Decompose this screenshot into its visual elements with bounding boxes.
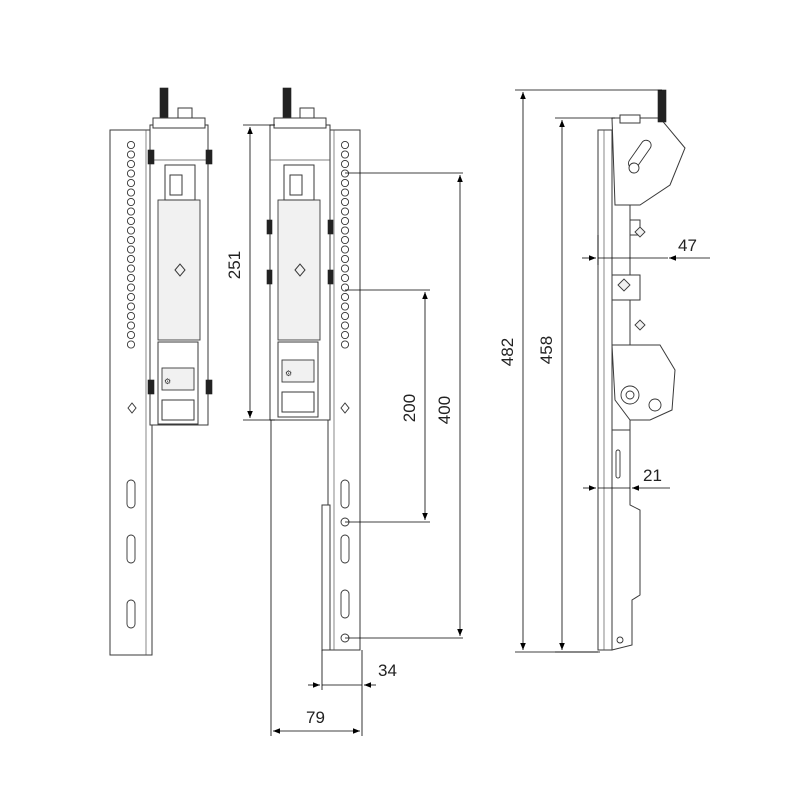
rail-hole <box>126 292 136 302</box>
rail-hole <box>126 150 136 159</box>
rail-slot <box>340 534 350 564</box>
dim-21: 21 <box>583 466 670 491</box>
rail-hole <box>340 207 350 216</box>
rail-hole <box>126 216 136 226</box>
rail-hole <box>126 188 136 197</box>
dim-251: 251 <box>225 124 275 421</box>
rail-hole <box>126 302 136 311</box>
rail-slot <box>126 479 136 509</box>
rail-hole <box>340 321 350 330</box>
dim-label-200: 200 <box>400 394 419 422</box>
rail-hole <box>126 311 136 321</box>
dim-200: 200 <box>345 289 430 523</box>
dim-label-21: 21 <box>643 466 662 485</box>
rail-hole <box>126 178 136 188</box>
front-view-left: ⚙ <box>109 87 213 656</box>
dim-label-400: 400 <box>435 396 454 424</box>
rail-slot <box>340 479 350 509</box>
front-view-middle: ⚙ <box>266 87 361 651</box>
dim-458: 458 <box>537 117 615 653</box>
rail-hole <box>340 311 350 321</box>
side-bolt <box>657 89 667 123</box>
rail-hole <box>340 235 350 245</box>
rail-hole <box>340 340 350 349</box>
dim-label-47: 47 <box>678 236 697 255</box>
rail-hole <box>340 178 350 188</box>
rail-hole <box>340 292 350 302</box>
dim-34: 34 <box>308 650 397 690</box>
rail-hole <box>340 169 350 178</box>
dim-label-482: 482 <box>498 338 517 366</box>
rail-hole <box>126 140 136 150</box>
rail-hole <box>340 188 350 197</box>
side-upper-bracket <box>611 117 686 206</box>
rail-hole <box>340 140 350 150</box>
rail-hole <box>340 150 350 159</box>
side-rail <box>597 129 613 651</box>
dim-482: 482 <box>498 89 662 653</box>
rail-hole <box>340 216 350 226</box>
rail-hole <box>340 330 350 340</box>
rail-hole <box>126 283 136 292</box>
rail-hole <box>340 245 350 254</box>
rail-hole <box>340 264 350 273</box>
svg-text:⚙: ⚙ <box>164 377 171 386</box>
rail-hole <box>126 169 136 178</box>
dim-label-251: 251 <box>225 251 244 279</box>
rail-hole <box>340 283 350 292</box>
rail-hole <box>126 197 136 207</box>
bolt-middle <box>282 87 292 119</box>
rail-hole <box>126 245 136 254</box>
rail-hole <box>340 273 350 283</box>
rail-hole <box>126 264 136 273</box>
side-view <box>597 89 686 651</box>
rail-hole <box>340 197 350 207</box>
dim-400: 400 <box>345 172 463 639</box>
rail-hole <box>126 235 136 245</box>
dim-47: 47 <box>582 235 710 265</box>
rail-hole <box>340 254 350 264</box>
rail-hole <box>126 207 136 216</box>
bolt-left <box>159 87 169 119</box>
rail-slot <box>126 599 136 629</box>
rail-hole <box>340 226 350 235</box>
rail-hole <box>126 254 136 264</box>
dim-79: 79 <box>270 420 363 736</box>
rail-hole <box>126 321 136 330</box>
rail-hole <box>340 159 350 169</box>
rail-slot <box>340 589 350 619</box>
dim-label-458: 458 <box>537 336 556 364</box>
svg-text:⚙: ⚙ <box>285 369 292 378</box>
rail-hole <box>126 159 136 169</box>
rail-hole <box>126 273 136 283</box>
rail-hole <box>126 226 136 235</box>
rail-slot <box>126 534 136 564</box>
rail-hole <box>126 340 136 349</box>
side-lower-bracket <box>611 344 676 421</box>
dim-label-79: 79 <box>306 708 325 727</box>
dim-label-34: 34 <box>378 661 397 680</box>
rail-hole <box>126 330 136 340</box>
rail-hole <box>340 302 350 311</box>
